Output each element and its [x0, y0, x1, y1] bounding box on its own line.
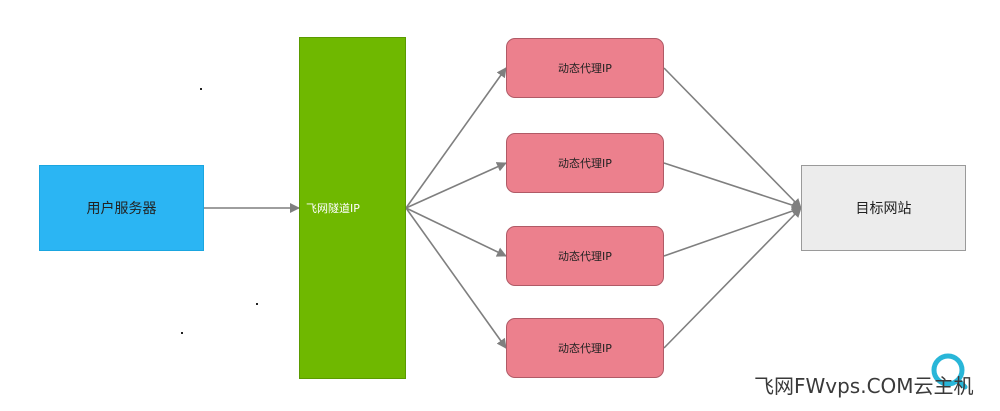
arrow-tunnel-to-proxy-1 [405, 67, 507, 209]
watermark-logo-icon [931, 353, 968, 390]
arrow-proxy-4-to-target [663, 207, 802, 349]
arrow-proxy-1-to-target [663, 67, 802, 209]
watermark-text: 飞网FWvps.COM云主机 [754, 374, 974, 398]
proxy-ip-node-4: 动态代理IP [506, 318, 664, 378]
arrow-proxy-2-to-target [663, 162, 802, 210]
tunnel-ip-node: 飞网隧道IP [299, 37, 406, 379]
proxy-ip-node-3: 动态代理IP [506, 226, 664, 286]
target-site-label: 目标网站 [855, 201, 912, 217]
stray-dot [181, 332, 183, 334]
user-server-label: 用户服务器 [86, 201, 157, 217]
target-site-node: 目标网站 [801, 165, 966, 251]
arrow-tunnel-to-proxy-2 [405, 162, 507, 209]
stray-dot [200, 88, 202, 90]
stray-dot [256, 303, 258, 305]
proxy-ip-node-1: 动态代理IP [506, 38, 664, 98]
proxy-ip-label-1: 动态代理IP [558, 62, 612, 75]
proxy-ip-label-3: 动态代理IP [558, 250, 612, 263]
tunnel-ip-label: 飞网隧道IP [306, 202, 360, 215]
proxy-ip-label-2: 动态代理IP [558, 157, 612, 170]
proxy-ip-node-2: 动态代理IP [506, 133, 664, 193]
arrow-proxy-3-to-target [663, 206, 802, 257]
proxy-ip-label-4: 动态代理IP [558, 342, 612, 355]
arrow-tunnel-to-proxy-3 [405, 207, 507, 257]
user-server-node: 用户服务器 [39, 165, 204, 251]
arrow-tunnel-to-proxy-4 [405, 207, 507, 349]
